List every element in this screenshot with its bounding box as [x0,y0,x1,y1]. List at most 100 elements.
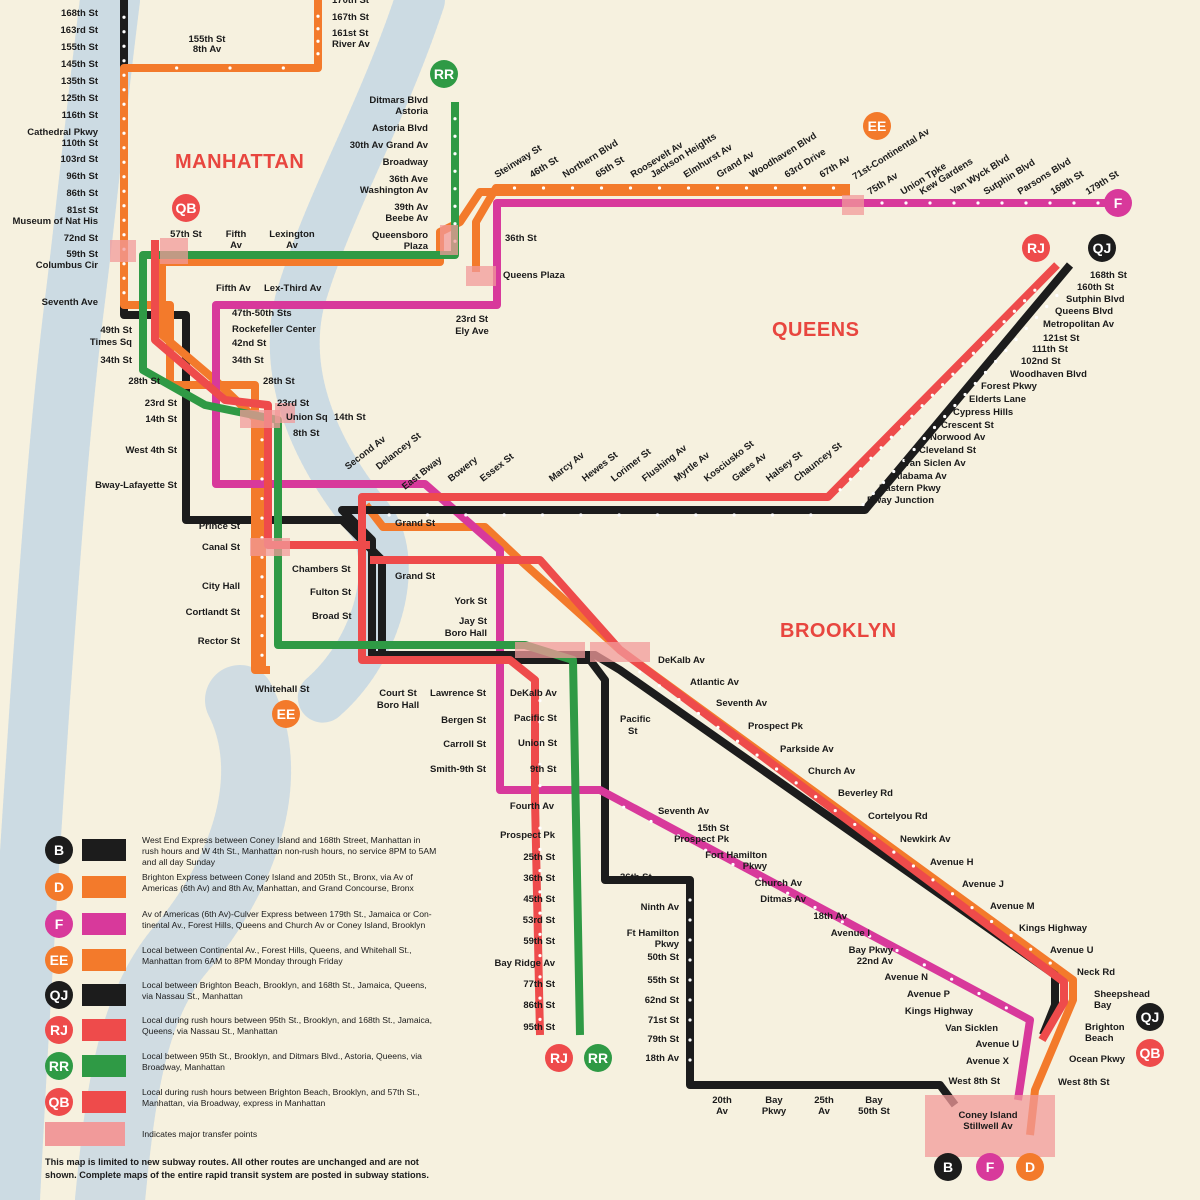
station-label-b77: 77th St [523,979,556,990]
station-label-cortlandt: Cortlandt St [186,607,241,618]
transfer-point [842,195,864,215]
legend-transfer-swatch [45,1122,125,1146]
brighton-station-dot [755,753,759,757]
route-badge-circle [976,1153,1004,1181]
rj-jamaica-station-dot [941,383,945,387]
station-label-s168: 168th St [61,8,99,19]
f-queens-station-dot [1024,201,1028,205]
station-label-s161a: 161st St [332,28,369,39]
qj-jamaica-station-dot [912,447,916,452]
station-label-qsutphin: Sutphin Blvd [1066,294,1125,305]
legend-text-line: and all day Sunday [142,857,216,867]
b-manhattan-station-dot [122,204,126,208]
station-label-w79: 79th St [647,1034,680,1045]
route-badge-text: RJ [550,1050,568,1066]
route-badge-text: QJ [1093,240,1112,256]
legend-route-swatch [82,1091,126,1113]
route-badge-circle [1022,234,1050,262]
nassau-station-dot [617,513,621,517]
brighton-station-dot [696,711,701,716]
b-manhattan-station-dot [122,88,126,92]
station-label-w50: 50th St [647,952,680,963]
route-badge-qb_mid: QB [172,194,200,222]
station-label-prospectpk: Prospect Pk [500,830,556,841]
culver-station-dot [731,862,735,867]
station-label-museum: Museum of Nat His [12,216,98,227]
fourth-station-dot [538,762,542,766]
station-label-s163: 163rd St [61,25,99,36]
d-8th-station-dot [228,66,232,70]
route-badge-f_end: F [976,1153,1004,1181]
route-badge-qj_right: QJ [1088,234,1116,262]
transfer-point [160,238,188,264]
station-label-cath1: Cathedral Pkwy [27,127,98,138]
station-label-av75: 75th Av [866,170,901,198]
station-label-chambers: Chambers St [292,564,351,575]
route-badge-circle [934,1153,962,1181]
station-label-bergen: Bergen St [441,715,487,726]
nassau-station-dot [540,513,545,517]
station-label-s23w: 23rd St [145,398,178,409]
fourth-station-dot [538,741,542,745]
station-label-court1: Court St [379,688,417,699]
qj-jamaica-station-dot [1014,337,1018,342]
brighton-station-dot [814,795,818,799]
route-badge-d_end: D [1016,1153,1044,1181]
qj-jamaica-station-dot [1055,293,1059,298]
station-label-qcleveland: Cleveland St [919,445,977,456]
route-badge-circle [545,1044,573,1072]
ee-queens-station-dot [628,186,633,190]
station-label-e14: 14th St [334,412,367,423]
ee-queens-station-dot [686,186,691,190]
station-label-s72: 72nd St [64,233,99,244]
culver-station-dot [922,963,926,967]
station-label-w25a: 25th [814,1095,834,1106]
station-label-s30: 30th Av Grand Av [350,140,429,151]
station-label-ditmasav: Ditmas Av [760,894,806,905]
station-label-rector: Rector St [198,636,241,647]
station-label-pacr1: Pacific [620,714,651,725]
station-label-fulton: Fulton St [310,587,352,598]
f-queens-station-dot [976,201,980,205]
station-label-times: Times Sq [90,337,132,348]
brighton-station-dot [853,822,857,827]
station-label-w8: West 8th St [948,1076,1000,1087]
b-manhattan-station-dot [122,291,126,295]
ee-queens-station-dot [570,186,575,190]
d-manhattan-station-dot [316,14,320,18]
fourth-station-dot [538,975,542,979]
station-label-cath2: 110th St [62,138,99,149]
route-badge-circle [430,60,458,88]
ee-manhattan-station-dot [260,614,264,618]
route-badge-text: EE [277,706,296,722]
station-label-e28: 28th St [263,376,296,387]
station-label-astoriablvd: Astoria Blvd [372,123,428,134]
rr-astoria-station-dot [453,204,457,208]
station-label-b53: 53rd St [523,915,556,926]
route-badge-rr_bottom: RR [584,1044,612,1072]
westend-station-dot [688,1058,692,1062]
station-label-b59: 59th St [523,936,556,947]
station-label-wbp2: Pkwy [762,1106,787,1117]
transfer-point [466,266,496,286]
ee-queens-station-dot [541,186,546,190]
route-badge-rr_top: RR [430,60,458,88]
b-manhattan-station-dot [122,44,126,48]
brooklyn-label: BROOKLYN [780,620,897,642]
station-label-fourth: Fourth Av [510,801,555,812]
station-label-s135: 135th St [61,76,99,87]
route-badge-text: EE [868,118,887,134]
d-line [120,0,322,674]
station-label-court2: Boro Hall [377,700,419,711]
legend-route-code: RR [49,1058,69,1074]
station-label-parkside: Parkside Av [780,744,834,755]
legend-text-line: Broadway, Manhattan [142,1062,225,1072]
b-manhattan-station-dot [122,117,126,121]
ee-queens-station-dot [773,186,778,190]
route-badge-text: QJ [1141,1009,1160,1025]
culver-station-dot [622,805,626,809]
station-label-atlantic: Atlantic Av [690,677,740,688]
station-label-fifth1: Fifth [226,229,247,240]
station-label-unionsq: Union Sq [286,412,328,423]
